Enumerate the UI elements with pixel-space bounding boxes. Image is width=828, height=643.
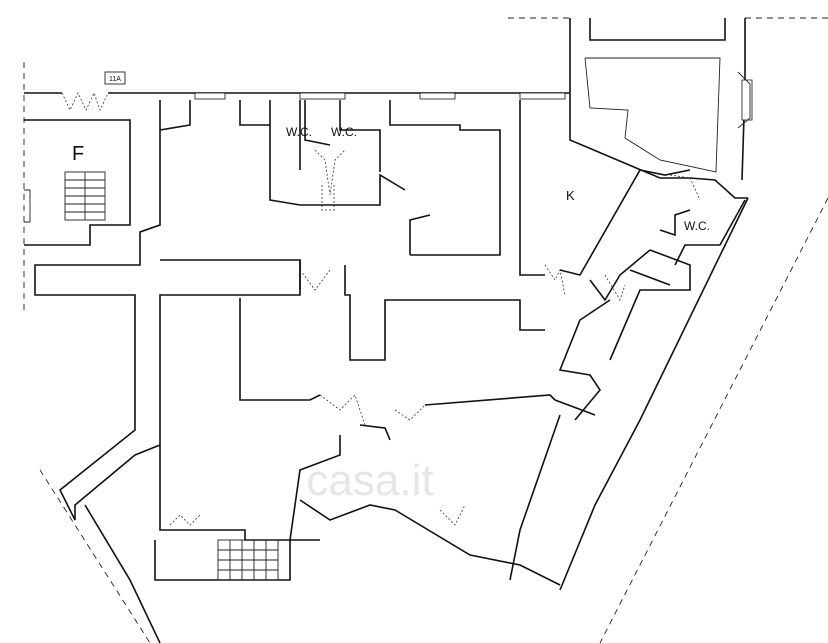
tag-label: 11A — [109, 76, 121, 83]
tag-box: 11A — [104, 71, 126, 85]
room-label-f: F — [72, 143, 84, 165]
room-label-wc-3: W.C. — [684, 219, 710, 233]
room-label-wc-1: W.C. — [286, 125, 312, 139]
room-label-kitchen: K — [566, 188, 575, 203]
kitchen-wing — [509, 100, 749, 591]
room-f-area — [24, 171, 106, 223]
bottom-stair — [84, 504, 291, 643]
room-label-wc-2: W.C. — [331, 125, 357, 139]
north-wall — [24, 91, 570, 246]
property-boundaries — [23, 17, 828, 643]
bay-window — [741, 79, 753, 121]
upper-right-block — [569, 18, 753, 199]
watermark-text: casa.it — [306, 456, 433, 505]
central-rooms — [34, 100, 561, 586]
